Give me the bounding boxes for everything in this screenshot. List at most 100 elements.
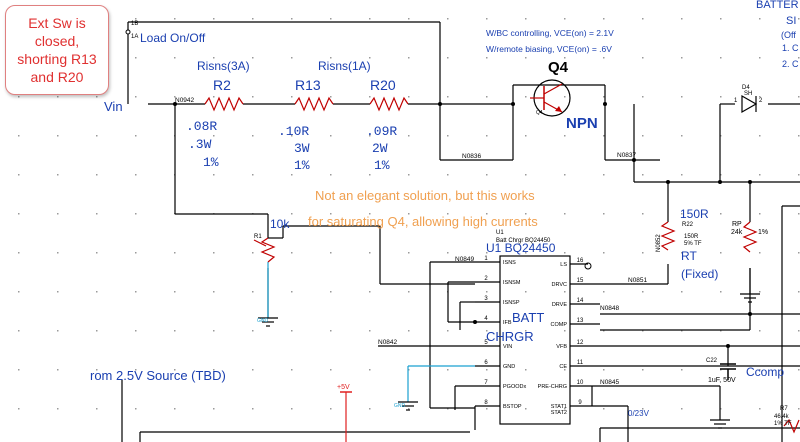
cap-value: 1uF, 50V	[708, 377, 736, 384]
ic-right-pin-name: COMP	[551, 322, 568, 328]
load-switch-label: Load On/Off	[140, 31, 206, 45]
source-label: rom 2.5V Source (TBD)	[90, 368, 226, 383]
ic-right-pin-num: 12	[577, 340, 584, 346]
diode-pin2: 2	[759, 98, 763, 104]
top-label-5: 2. C	[782, 59, 799, 69]
ic-left-pin-num: 5	[484, 340, 488, 346]
ic-block-2: CHRGR	[486, 329, 534, 344]
r20-name: R20	[370, 77, 396, 93]
net-n0849: N0849	[455, 256, 475, 263]
wires	[121, 21, 800, 442]
junction-dots	[173, 102, 752, 348]
q4-symbol	[530, 79, 571, 117]
gnd-label-1: GND	[257, 318, 269, 324]
r2-power: .3W	[188, 137, 212, 152]
r22-ref: R22	[682, 222, 694, 228]
ic-left-pin-name: BSTOP	[503, 404, 522, 410]
c22-symbol	[720, 363, 736, 380]
top-label-4: 1. C	[782, 43, 799, 53]
resistor-zigzags	[204, 96, 800, 434]
ls-pin-circle	[584, 262, 592, 270]
annotation-line2: for saturating Q4, allowing high current…	[308, 214, 538, 229]
ic-left-pin-name: VIN	[503, 344, 512, 350]
switch-pin	[125, 29, 131, 35]
r2-tol: 1%	[203, 155, 219, 170]
cap-ref: C22	[706, 358, 718, 364]
r22-rt: RT	[681, 249, 697, 263]
r2-symbol	[204, 96, 244, 112]
ic-right-pin-num: 15	[577, 278, 584, 284]
ic-left-pin-name: ISNSP	[503, 300, 520, 306]
callout-note: Ext Sw is closed, shorting R13 and R20	[5, 5, 109, 95]
r2-group: Risns(3A)	[197, 59, 250, 73]
r13-value: .10R	[278, 124, 309, 139]
ic-right-pin-name: STAT1	[551, 404, 567, 410]
ic-left-pin-num: 2	[484, 276, 488, 282]
net-n0942: N0942	[175, 97, 195, 104]
q4-type: NPN	[566, 115, 598, 132]
pot-value: 10k	[270, 217, 290, 231]
note-remote: W/remote biasing, VCE(on) = .6V	[486, 44, 612, 54]
ic-right-pin-name: VFB	[556, 344, 567, 350]
net-n0836: N0836	[462, 153, 482, 160]
net-n0851: N0851	[628, 277, 648, 284]
rp-ref: RP	[732, 221, 742, 228]
r22-spec2: 5% TF	[684, 241, 702, 247]
ic-pin-labels: 1ISNS2ISNSM3ISNSP4IFB5VIN6GND7PGOODx8BST…	[484, 256, 584, 416]
ic-right-pin-num: 11	[577, 360, 584, 366]
ic-left-pin-num: 1	[484, 256, 488, 262]
ic-right-pin-num: 10	[577, 380, 584, 386]
top-label-2: SI	[786, 15, 796, 27]
r13-symbol	[294, 96, 334, 112]
ic-right-pin-name: DRVE	[552, 302, 568, 308]
r20-tol: 1%	[374, 158, 390, 173]
cap-label: Ccomp	[746, 365, 784, 379]
r22-spec1: 150R	[684, 234, 699, 240]
r22-net: N0852	[656, 234, 662, 252]
pin-1a: 1A	[131, 34, 138, 40]
r20-symbol	[369, 96, 409, 112]
callout-line-3: shorting R13	[17, 51, 97, 67]
ic-block-1: BATT	[512, 310, 544, 325]
net-n0842: N0842	[378, 339, 398, 346]
r13-tol: 1%	[294, 158, 310, 173]
ground-symbols	[258, 293, 760, 429]
ic-left-pin-name: ISNSM	[503, 280, 521, 286]
ic-right-pin-num: 13	[577, 318, 584, 324]
callout-line-2: closed,	[34, 33, 80, 49]
r13-group: Risns(1A)	[318, 59, 371, 73]
ic-right-pin-num: 9	[578, 400, 582, 406]
ic-left-pin-name: ISNS	[503, 260, 516, 266]
q4-name: Q4	[548, 59, 569, 76]
q4-ref: Q4	[536, 110, 543, 116]
ic-left-pin-name: PGOODx	[503, 384, 526, 390]
pot-symbol	[260, 237, 276, 263]
diode-ref: D4	[742, 85, 750, 91]
callout-line-4: and R20	[30, 69, 84, 85]
d4-symbol	[741, 94, 758, 114]
ic-left-pin-num: 4	[484, 316, 488, 322]
v23-label: 0/23V	[628, 409, 650, 418]
pin-1b: 1B	[131, 21, 138, 27]
r2-value: .08R	[186, 119, 217, 134]
ic-right-pin-name: STAT2	[551, 410, 567, 416]
net-n0837: N0837	[617, 152, 637, 159]
r20-value: .09R	[366, 124, 397, 139]
r20-power: 2W	[372, 141, 388, 156]
note-bc: W/BC controlling, VCE(on) = 2.1V	[486, 28, 614, 38]
pot-ref: R1	[254, 234, 262, 240]
ic-right-pin-name: CE	[559, 364, 567, 370]
ic-right-pin-num: 14	[577, 298, 584, 304]
ic-right-pin-name: PRE-CHRG	[538, 384, 567, 390]
diode-part: SH	[744, 91, 752, 97]
ic-part-line: Batt Chrgr BQ24450	[496, 238, 551, 244]
r22-symbol	[660, 221, 676, 251]
net-n0848: N0848	[600, 305, 620, 312]
r7-spec2: 1% TF	[774, 421, 792, 427]
blue-wires	[267, 262, 475, 402]
r13-power: 3W	[294, 141, 310, 156]
ic-ref: U1	[496, 230, 504, 236]
